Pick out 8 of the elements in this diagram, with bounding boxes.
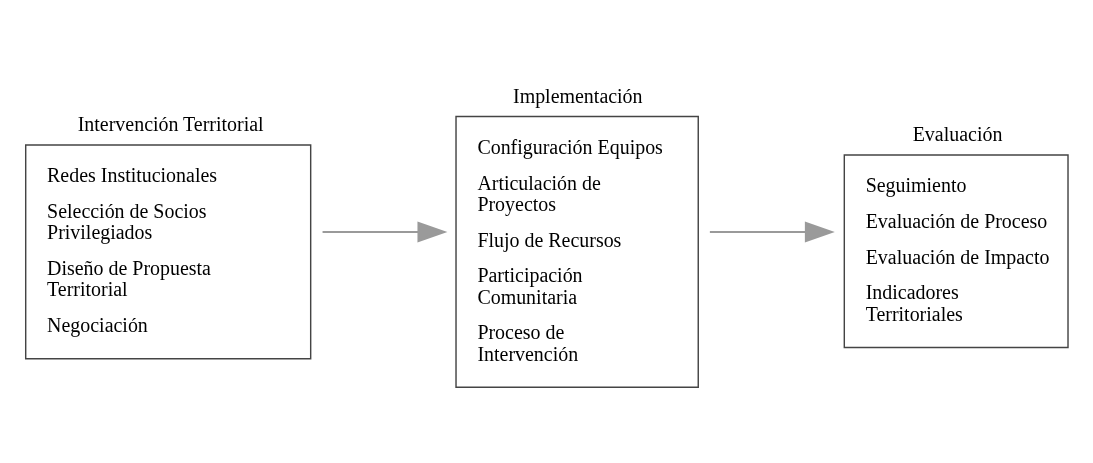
node-label: Evaluación [912,122,1003,145]
node-label: Intervención Territorial [77,112,264,135]
node-box: Seguimiento Evaluación de Proceso Evaluación de Impacto Indicadores Territoriales [843,153,1069,348]
node-label: Implementación [513,84,643,107]
node-box: Configuración Equipos Articulación de Proyectos Flujo de Recursos Participación Comunitaria Proceso de Intervención [455,115,699,388]
arrow [322,221,448,242]
node-box: Redes Institucionales Selección de Socios Privilegiados Diseño de Propuesta Territorial Negociación [25,143,312,360]
arrow [709,221,835,242]
